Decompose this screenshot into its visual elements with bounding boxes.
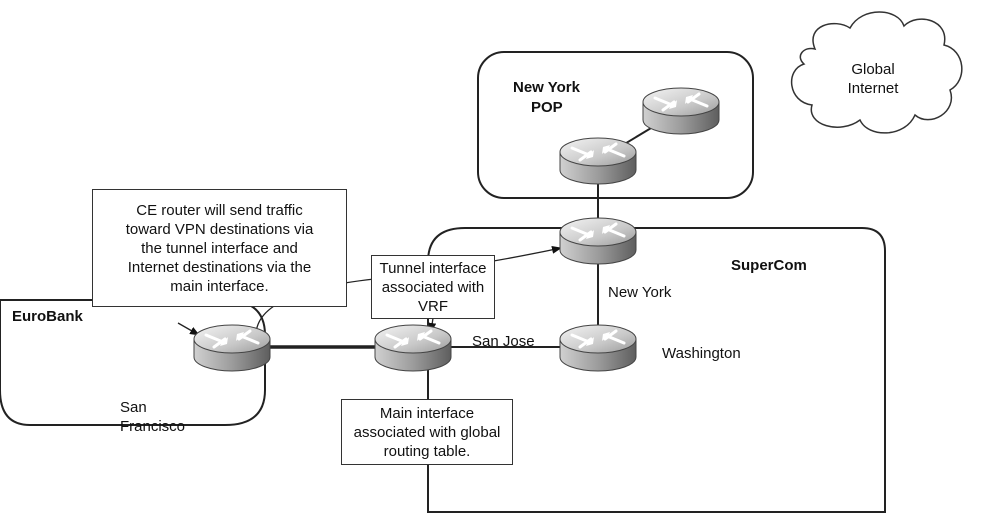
ce-callout-line: CE router will send traffic: [136, 201, 303, 219]
san-francisco-label-line1: San: [120, 399, 147, 416]
main-callout-line: associated with global: [353, 423, 501, 441]
tunnel-interface-callout: Tunnel interface associated with VRF: [371, 255, 495, 319]
ce-pointer-arrow: [177, 322, 200, 336]
main-callout-line: Main interface: [379, 404, 475, 422]
internet-label-line1: Global: [851, 61, 894, 78]
ce-callout-line: the tunnel interface and: [141, 239, 298, 257]
ce-callout-line: Internet destinations via the: [127, 258, 312, 276]
tunnel-callout-line: associated with: [381, 278, 485, 296]
router-pop-upper: [641, 86, 721, 136]
supercom-region: [427, 227, 886, 513]
ce-callout-line: main interface.: [170, 277, 269, 295]
newyork-pop-label-line1: New York: [513, 79, 581, 96]
ce-callout-line: toward VPN destinations via: [125, 220, 314, 238]
internet-label-line2: Internet: [848, 80, 900, 97]
newyork-pop-label-line2: POP: [531, 99, 563, 116]
router-pop-lower: [558, 136, 638, 186]
new-york-label: New York: [608, 284, 672, 301]
router-new-york: [558, 216, 638, 266]
eurobank-label: EuroBank: [12, 308, 84, 325]
router-san-jose: [373, 323, 453, 373]
san-jose-label: San Jose: [472, 333, 535, 350]
main-callout-line: routing table.: [383, 442, 471, 460]
router-san-francisco: [192, 323, 272, 373]
washington-label: Washington: [662, 345, 741, 362]
tunnel-callout-line: Tunnel interface: [379, 259, 487, 277]
router-washington: [558, 323, 638, 373]
supercom-label: SuperCom: [731, 257, 807, 274]
tunnel-callout-line: VRF: [418, 297, 448, 315]
main-interface-callout: Main interface associated with global ro…: [341, 399, 513, 465]
ce-router-callout: CE router will send traffic toward VPN d…: [92, 189, 347, 307]
san-francisco-label-line2: Francisco: [120, 418, 185, 435]
newyork-pop-region: [477, 51, 754, 199]
global-internet-cloud: [790, 11, 963, 134]
